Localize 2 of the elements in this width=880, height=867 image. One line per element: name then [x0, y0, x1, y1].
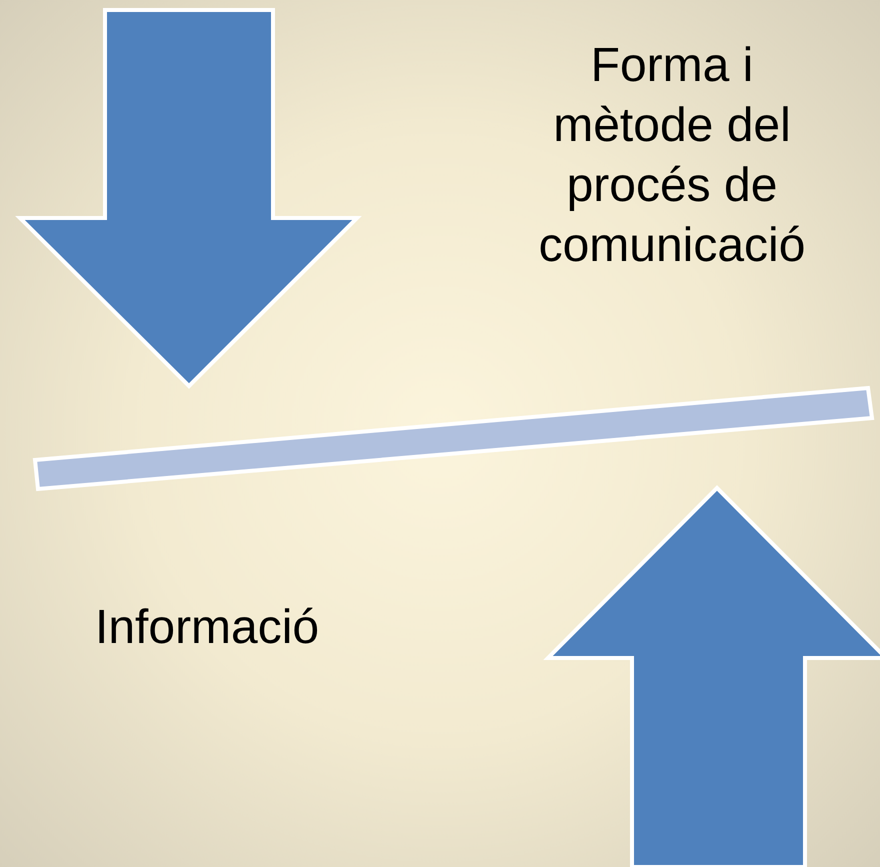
label-text: Informació	[95, 600, 320, 656]
label-text: Forma i mètode del procés de comunicació	[538, 38, 806, 274]
